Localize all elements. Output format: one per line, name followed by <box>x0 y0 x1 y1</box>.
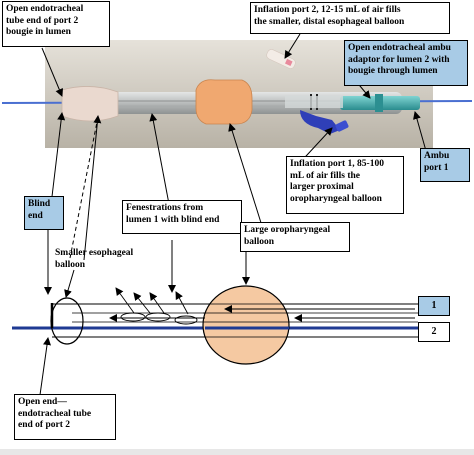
bottom-strip <box>0 449 474 455</box>
label-open-end-port2-bougie: Open endotracheal tube end of port 2 bou… <box>2 1 110 47</box>
label-inflation-port-1: Inflation port 1, 85-100 mL of air fills… <box>286 156 404 214</box>
small-esophageal-balloon <box>50 297 84 345</box>
label-smaller-esophageal-balloon: Smaller esophageal balloon <box>55 248 134 270</box>
combitube-schematic <box>12 285 418 396</box>
large-oropharyngeal-balloon <box>202 285 290 365</box>
label-fenestrations: Fenestrations from lumen 1 with blind en… <box>122 200 242 234</box>
label-blind-end: Blind end <box>24 196 64 230</box>
label-inflation-port-2: Inflation port 2, 12-15 mL of air fills … <box>250 2 450 34</box>
label-lumen-1: 1 <box>418 296 450 316</box>
label-open-end-port2: Open end— endotracheal tube end of port … <box>14 394 116 440</box>
label-lumen-2: 2 <box>418 322 450 342</box>
label-open-ambu-adaptor: Open endotracheal ambu adaptor for lumen… <box>344 40 468 86</box>
label-large-oropharyngeal-balloon: Large oropharyngeal balloon <box>240 222 350 252</box>
label-ambu-port-1: Ambu port 1 <box>420 148 470 182</box>
